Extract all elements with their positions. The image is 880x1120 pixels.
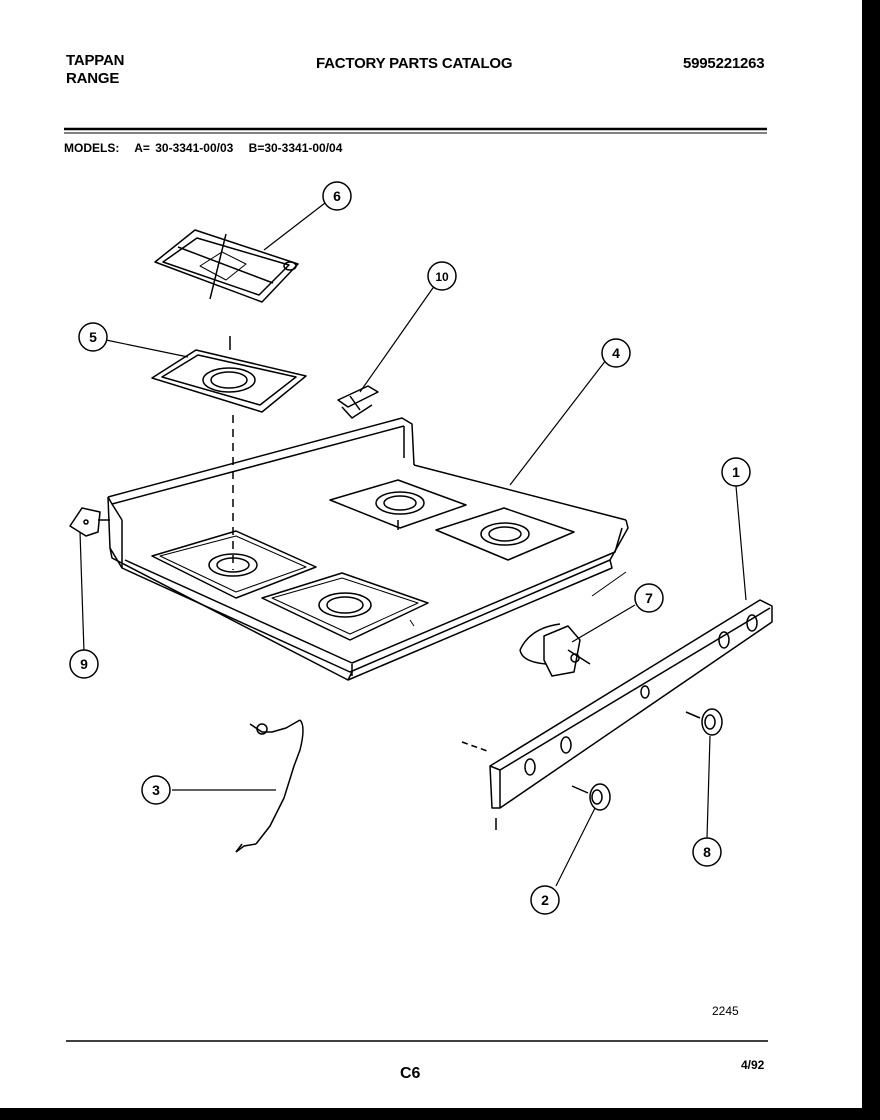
- callout-3: 3: [141, 775, 171, 805]
- brand-name: TAPPAN: [66, 52, 125, 69]
- callout-bubbles: 1 2 3 4 5 6 7: [69, 181, 751, 915]
- callout-4: 4: [601, 338, 631, 368]
- svg-text:7: 7: [645, 590, 653, 606]
- svg-text:10: 10: [435, 270, 449, 284]
- catalog-page: TAPPAN RANGE FACTORY PARTS CATALOG 59952…: [0, 0, 862, 1108]
- part-side-bracket: [69, 507, 110, 537]
- brand-block: TAPPAN RANGE: [66, 52, 124, 88]
- callout-9: 9: [69, 649, 99, 679]
- part-bracket: [337, 385, 379, 419]
- part-burner-bowl: [151, 336, 307, 413]
- callout-10: 10: [427, 261, 457, 291]
- product-type: RANGE: [66, 70, 120, 87]
- svg-text:3: 3: [152, 782, 160, 798]
- svg-text:1: 1: [732, 464, 740, 480]
- diagram-code: 2245: [712, 1004, 739, 1018]
- page-code: C6: [400, 1065, 421, 1082]
- svg-text:2: 2: [541, 892, 549, 908]
- model-a: A= 30-3341-00/03: [134, 141, 234, 155]
- date-code: 4/92: [741, 1058, 765, 1072]
- callout-1: 1: [721, 457, 751, 487]
- models-line: MODELS: A= 30-3341-00/03 B=30-3341-00/04: [64, 141, 352, 155]
- svg-text:4: 4: [612, 345, 620, 361]
- model-b: B=30-3341-00/04: [248, 141, 343, 155]
- part-cooktop: [107, 417, 629, 681]
- part-igniter: [519, 571, 627, 677]
- svg-text:5: 5: [89, 329, 97, 345]
- part-wire-assembly: [235, 719, 304, 853]
- callout-6: 6: [322, 181, 352, 211]
- svg-text:8: 8: [703, 844, 711, 860]
- callout-8: 8: [692, 837, 722, 867]
- part-knob-left: [571, 783, 611, 811]
- catalog-title: FACTORY PARTS CATALOG: [316, 55, 513, 72]
- svg-text:6: 6: [333, 188, 341, 204]
- callout-2: 2: [530, 885, 560, 915]
- part-knob-right: [685, 708, 723, 736]
- callout-7: 7: [634, 583, 664, 613]
- catalog-part-number: 5995221263: [683, 55, 765, 72]
- part-control-panel: [461, 599, 773, 830]
- callout-5: 5: [78, 322, 108, 352]
- part-burner-grate: [154, 229, 299, 303]
- models-label: MODELS:: [64, 141, 120, 155]
- leader-lines: [79, 202, 747, 887]
- svg-text:9: 9: [80, 656, 88, 672]
- exploded-parts-diagram: 1 2 3 4 5 6 7: [64, 127, 773, 1042]
